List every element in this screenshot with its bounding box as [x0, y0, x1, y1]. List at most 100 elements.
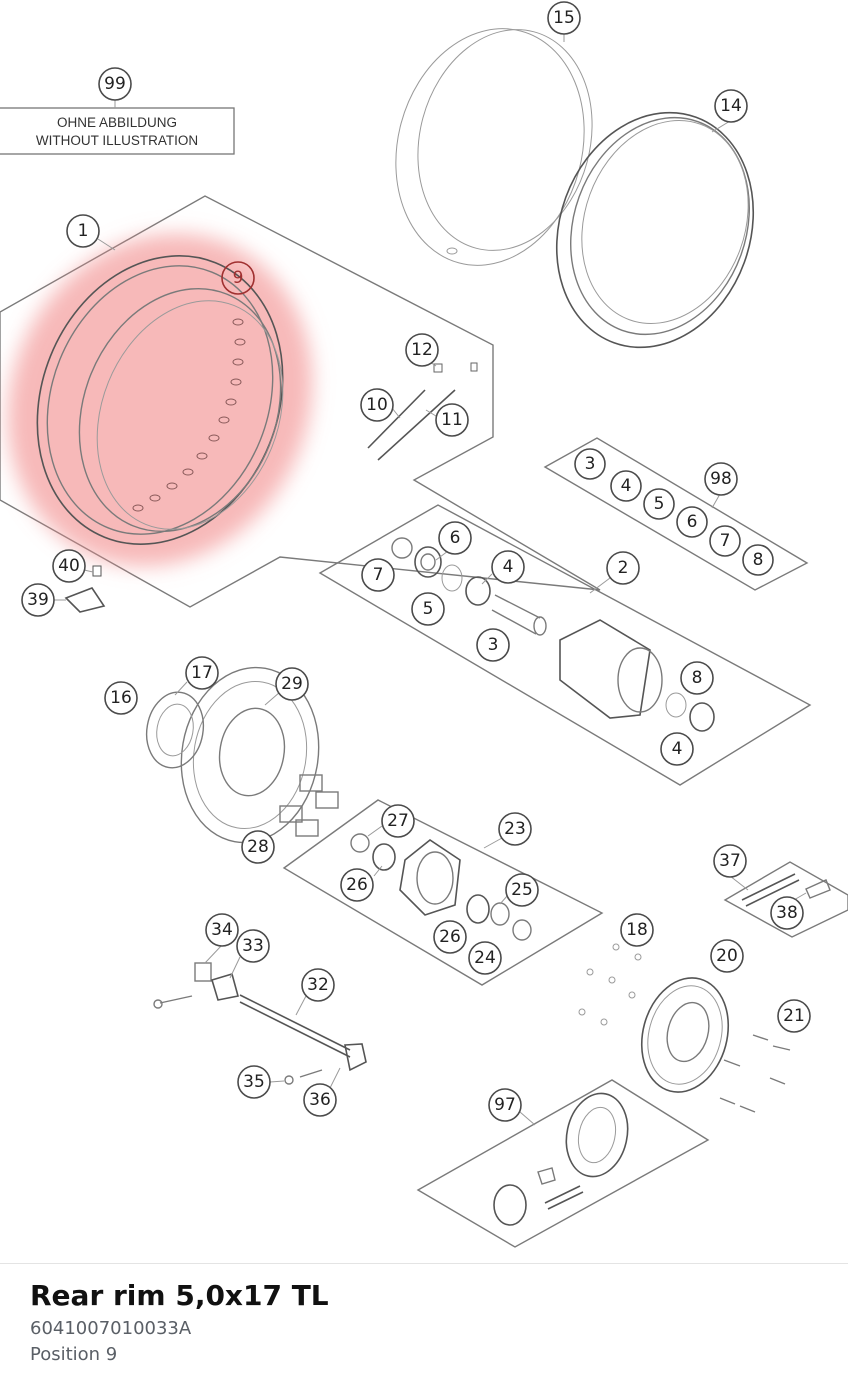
svg-text:17: 17 — [191, 663, 213, 683]
callout-97[interactable]: 97 — [488, 1088, 522, 1122]
note-box — [0, 107, 235, 155]
part-position: Position 9 — [30, 1344, 118, 1365]
callout-27[interactable]: 27 — [381, 804, 415, 838]
callout-28[interactable]: 28 — [241, 830, 275, 864]
callout-29[interactable]: 29 — [275, 667, 309, 701]
svg-text:40: 40 — [58, 556, 80, 576]
svg-text:11: 11 — [441, 410, 463, 430]
callout-16[interactable]: 16 — [104, 681, 138, 715]
part-number: 6041007010033A — [30, 1318, 192, 1339]
svg-text:25: 25 — [511, 880, 533, 900]
svg-text:12: 12 — [411, 340, 433, 360]
callout-26-upper[interactable]: 26 — [340, 868, 374, 902]
svg-text:29: 29 — [281, 674, 303, 694]
svg-text:26: 26 — [439, 927, 461, 947]
callout-24[interactable]: 24 — [468, 941, 502, 975]
note-text-en: WITHOUT ILLUSTRATION — [36, 133, 198, 148]
callout-15[interactable]: 15 — [547, 1, 581, 35]
callout-5[interactable]: 5 — [411, 592, 445, 626]
callout-98-3[interactable]: 3 — [574, 448, 606, 480]
brake-disc-drawing — [145, 666, 320, 844]
callout-98-4[interactable]: 4 — [610, 470, 642, 502]
svg-text:28: 28 — [247, 837, 269, 857]
svg-text:24: 24 — [474, 948, 496, 968]
callout-98-6[interactable]: 6 — [676, 506, 708, 538]
note-text-de: OHNE ABBILDUNG — [57, 115, 177, 130]
svg-text:26: 26 — [346, 875, 368, 895]
svg-text:5: 5 — [423, 599, 434, 619]
group-frame-98 — [543, 437, 809, 591]
chain-link-drawing — [741, 873, 831, 907]
svg-text:9: 9 — [233, 268, 244, 288]
callout-37[interactable]: 37 — [713, 844, 747, 878]
callout-98-7[interactable]: 7 — [709, 525, 741, 557]
callout-10[interactable]: 10 — [360, 388, 394, 422]
callout-32[interactable]: 32 — [301, 968, 335, 1002]
rear-hub-drawing — [391, 537, 715, 732]
callout-98-8[interactable]: 8 — [742, 544, 774, 576]
callout-99[interactable]: 99 — [98, 67, 132, 101]
callout-35[interactable]: 35 — [237, 1065, 271, 1099]
svg-text:35: 35 — [243, 1072, 265, 1092]
svg-text:32: 32 — [307, 975, 329, 995]
callout-4-lower[interactable]: 4 — [660, 732, 694, 766]
svg-text:16: 16 — [110, 688, 132, 708]
callout-26-lower[interactable]: 26 — [433, 920, 467, 954]
callout-98[interactable]: 98 — [704, 462, 738, 496]
callout-12[interactable]: 12 — [405, 333, 439, 367]
svg-text:8: 8 — [692, 668, 703, 688]
svg-text:5: 5 — [654, 494, 665, 514]
svg-text:99: 99 — [104, 74, 126, 94]
spokes-drawing — [367, 362, 478, 461]
callout-36[interactable]: 36 — [303, 1083, 337, 1117]
chain-kit-drawing — [493, 1092, 629, 1226]
svg-text:97: 97 — [494, 1095, 516, 1115]
callout-6[interactable]: 6 — [438, 521, 472, 555]
callout-8[interactable]: 8 — [680, 661, 714, 695]
svg-text:15: 15 — [553, 8, 575, 28]
callout-23[interactable]: 23 — [498, 812, 532, 846]
svg-text:27: 27 — [387, 811, 409, 831]
svg-text:37: 37 — [719, 851, 741, 871]
callout-98-5[interactable]: 5 — [643, 488, 675, 520]
callout-18[interactable]: 18 — [620, 913, 654, 947]
svg-text:4: 4 — [672, 739, 683, 759]
callout-2[interactable]: 2 — [606, 551, 640, 585]
callout-40[interactable]: 40 — [52, 549, 86, 583]
callout-25[interactable]: 25 — [505, 873, 539, 907]
callout-20[interactable]: 20 — [710, 939, 744, 973]
leader-lines — [52, 34, 807, 1126]
callout-7[interactable]: 7 — [361, 558, 395, 592]
part-title: Rear rim 5,0x17 TL — [30, 1279, 329, 1312]
svg-text:6: 6 — [687, 512, 698, 532]
svg-text:98: 98 — [710, 469, 732, 489]
callout-11[interactable]: 11 — [435, 403, 469, 437]
group-frame-2 — [318, 504, 812, 786]
valve-drawing — [64, 565, 106, 613]
svg-text:20: 20 — [716, 946, 738, 966]
callout-34[interactable]: 34 — [205, 913, 239, 947]
dampers-drawing — [279, 774, 339, 837]
group-frame-23 — [282, 799, 604, 986]
svg-text:3: 3 — [488, 635, 499, 655]
callout-21[interactable]: 21 — [777, 999, 811, 1033]
selected-rim-highlight[interactable] — [0, 183, 366, 616]
group-frame-37 — [723, 861, 848, 938]
callout-17[interactable]: 17 — [185, 656, 219, 690]
callout-9-selected[interactable]: 9 — [221, 261, 255, 295]
svg-text:6: 6 — [450, 528, 461, 548]
sprocket-carrier-drawing — [350, 833, 532, 941]
callout-4-upper[interactable]: 4 — [491, 550, 525, 584]
callout-33[interactable]: 33 — [236, 929, 270, 963]
callout-39[interactable]: 39 — [21, 583, 55, 617]
callout-3[interactable]: 3 — [476, 628, 510, 662]
svg-text:18: 18 — [626, 920, 648, 940]
rear-rim-drawing[interactable] — [0, 219, 325, 582]
callout-38[interactable]: 38 — [770, 896, 804, 930]
svg-text:23: 23 — [504, 819, 526, 839]
callout-1[interactable]: 1 — [66, 214, 100, 248]
group-frame-97 — [416, 1079, 710, 1248]
svg-text:8: 8 — [753, 550, 764, 570]
rear-sprocket-drawing — [578, 943, 791, 1113]
callout-14[interactable]: 14 — [714, 89, 748, 123]
